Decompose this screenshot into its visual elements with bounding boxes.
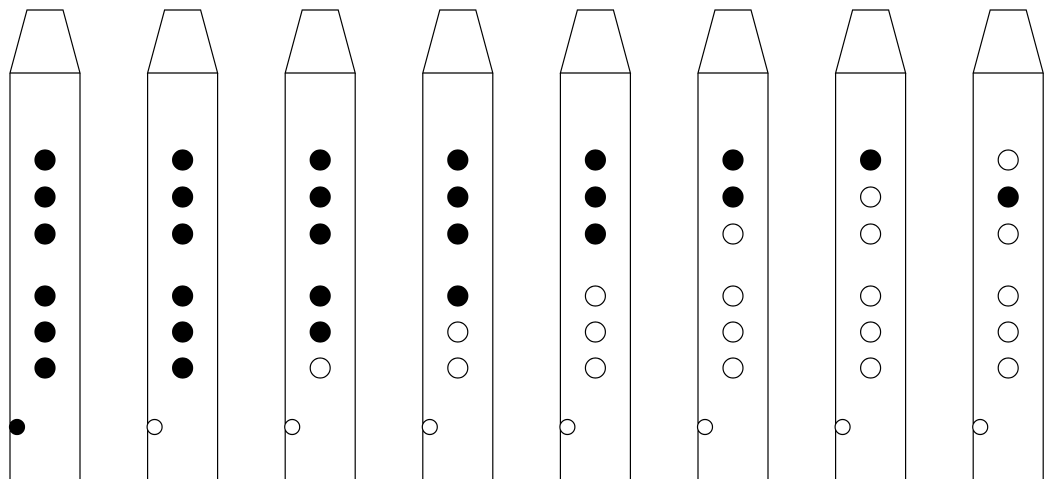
hole-open [861, 358, 881, 378]
hole-open [585, 358, 605, 378]
hole-closed [998, 187, 1018, 207]
hole-closed [448, 286, 468, 306]
hole-closed [448, 150, 468, 170]
mouthpiece-shape [698, 10, 768, 73]
hole-open [723, 322, 743, 342]
hole-open [998, 322, 1018, 342]
recorder-1 [10, 10, 81, 479]
hole-open [723, 224, 743, 244]
recorder-4 [422, 10, 493, 479]
hole-closed [448, 187, 468, 207]
hole-closed [35, 358, 55, 378]
hole-closed [173, 322, 193, 342]
mouthpiece-shape [10, 10, 80, 73]
thumb-hole-open [835, 420, 850, 435]
recorder-3 [285, 10, 356, 479]
hole-open [998, 224, 1018, 244]
mouthpiece-shape [285, 10, 355, 73]
hole-closed [35, 150, 55, 170]
hole-closed [35, 286, 55, 306]
hole-closed [861, 150, 881, 170]
mouthpiece-shape [973, 10, 1043, 73]
hole-open [448, 322, 468, 342]
hole-closed [173, 224, 193, 244]
thumb-hole-open [973, 420, 988, 435]
hole-open [998, 358, 1018, 378]
hole-closed [35, 187, 55, 207]
hole-closed [585, 224, 605, 244]
hole-closed [35, 224, 55, 244]
hole-closed [35, 322, 55, 342]
hole-open [861, 286, 881, 306]
hole-closed [310, 187, 330, 207]
hole-closed [310, 286, 330, 306]
hole-open [310, 358, 330, 378]
thumb-hole-open [147, 420, 162, 435]
hole-open [861, 187, 881, 207]
hole-closed [310, 224, 330, 244]
thumb-hole-open [698, 420, 713, 435]
hole-open [998, 150, 1018, 170]
hole-closed [173, 358, 193, 378]
hole-open [861, 224, 881, 244]
hole-closed [723, 187, 743, 207]
recorder-8 [973, 10, 1043, 479]
mouthpiece-shape [148, 10, 218, 73]
thumb-hole-open [285, 420, 300, 435]
recorder-5 [560, 10, 631, 479]
hole-closed [310, 150, 330, 170]
mouthpiece-shape [560, 10, 630, 73]
hole-closed [173, 150, 193, 170]
mouthpiece-shape [423, 10, 493, 73]
recorder-7 [835, 10, 906, 479]
hole-open [723, 358, 743, 378]
hole-open [448, 358, 468, 378]
hole-open [998, 286, 1018, 306]
mouthpiece-shape [836, 10, 906, 73]
hole-closed [310, 322, 330, 342]
thumb-hole-open [422, 420, 437, 435]
hole-open [861, 322, 881, 342]
recorder-2 [147, 10, 218, 479]
hole-closed [585, 150, 605, 170]
hole-closed [723, 150, 743, 170]
hole-closed [585, 187, 605, 207]
hole-open [585, 286, 605, 306]
hole-open [585, 322, 605, 342]
hole-closed [173, 286, 193, 306]
thumb-hole-open [560, 420, 575, 435]
hole-open [723, 286, 743, 306]
thumb-hole-closed [10, 420, 25, 435]
hole-closed [448, 224, 468, 244]
hole-closed [173, 187, 193, 207]
recorder-6 [698, 10, 769, 479]
